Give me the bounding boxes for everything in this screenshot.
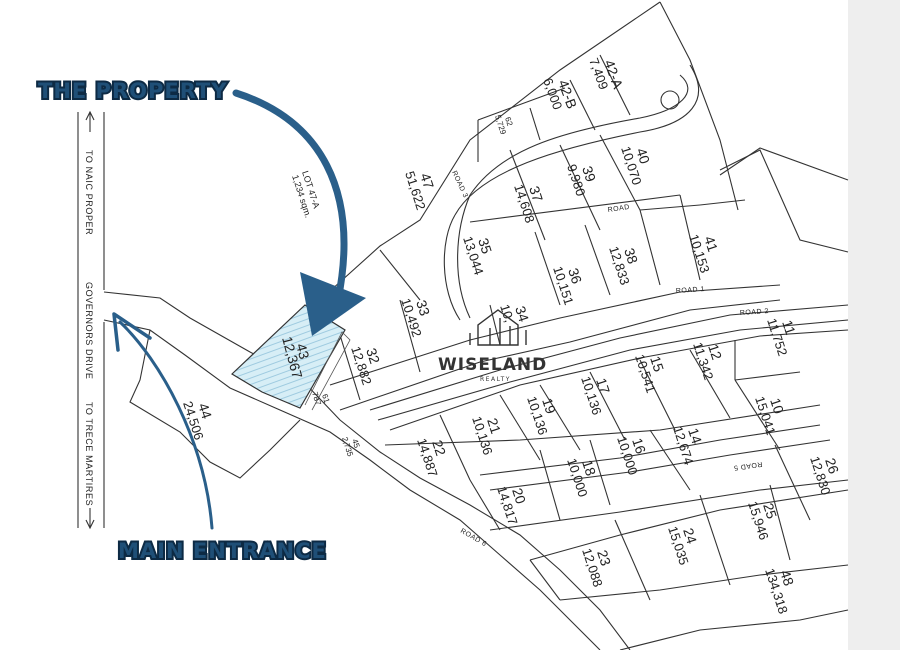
lot-26-number: 26 xyxy=(822,456,842,476)
entrance-arrow xyxy=(112,312,214,530)
lot-41-number: 41 xyxy=(701,234,721,254)
governors-drive-road xyxy=(77,110,105,530)
lot-39-number: 39 xyxy=(579,164,599,184)
lot-15-number: 15 xyxy=(647,354,667,374)
road-2-label: ROAD 2 xyxy=(740,308,769,317)
the-property-callout: THE PROPERTY xyxy=(38,79,227,103)
lot-47-number: 47 xyxy=(417,171,437,191)
watermark-name: WISELAND xyxy=(438,355,547,375)
main-entrance-callout: MAIN ENTRANCE xyxy=(118,539,327,563)
lot-36-number: 36 xyxy=(565,266,585,286)
road-3-label: ROAD 3 xyxy=(450,170,469,199)
lot-48-number: 48 xyxy=(777,568,797,588)
lot-10-number: 10 xyxy=(767,396,787,416)
watermark-sub: REALTY xyxy=(480,376,511,383)
lot-12-number: 12 xyxy=(705,342,725,362)
lot-24-number: 24 xyxy=(680,526,700,546)
lot-45-number: 45 xyxy=(350,438,361,450)
lot-18-number: 18 xyxy=(579,458,599,478)
lot-11-number: 11 xyxy=(779,318,799,337)
lot-44-number: 44 xyxy=(195,401,215,421)
label-to-naic: TO NAIC PROPER xyxy=(84,150,94,235)
road-6-label: ROAD 6 xyxy=(459,528,488,549)
page-edge xyxy=(848,0,900,650)
label-to-trece: TO TRECE MARTIRES xyxy=(84,402,94,506)
road-5-label: ROAD 5 xyxy=(733,460,763,471)
label-governors-drive: GOVERNORS DRIVE xyxy=(84,282,94,380)
lot-20-number: 20 xyxy=(509,486,529,506)
lot-61-strip xyxy=(304,331,351,411)
lot-34-area: 10, xyxy=(497,302,517,324)
property-lot-number: 43 xyxy=(293,342,313,361)
road-small-label: ROAD xyxy=(607,204,630,214)
lot-35-number: 35 xyxy=(475,236,495,256)
lot-37-number: 37 xyxy=(526,184,546,204)
lot-61-area: 787 xyxy=(310,391,323,407)
lot-25-number: 25 xyxy=(760,501,780,521)
lot-40-number: 40 xyxy=(633,146,653,166)
wiseland-logo: WISELAND REALTY xyxy=(438,309,547,383)
lot-34-number: 34 xyxy=(512,304,532,324)
lot-61-number: 61 xyxy=(320,393,331,405)
lot-33-number: 33 xyxy=(413,298,433,318)
lot-62-number: 62 xyxy=(503,116,514,128)
lot-17-number: 17 xyxy=(593,376,613,396)
lot-38-number: 38 xyxy=(621,246,641,266)
lot-14-number: 14 xyxy=(685,426,705,446)
lot-23-number: 23 xyxy=(594,548,614,568)
lot-22-number: 22 xyxy=(429,438,449,458)
lot-32-number: 32 xyxy=(363,346,383,366)
property-arrow xyxy=(232,89,366,336)
lot-21-number: 21 xyxy=(484,416,504,436)
lot-boundaries xyxy=(103,1,849,650)
lot-19-number: 19 xyxy=(539,396,559,416)
lot-16-number: 16 xyxy=(629,436,649,456)
road-1-label: ROAD 1 xyxy=(676,286,705,295)
